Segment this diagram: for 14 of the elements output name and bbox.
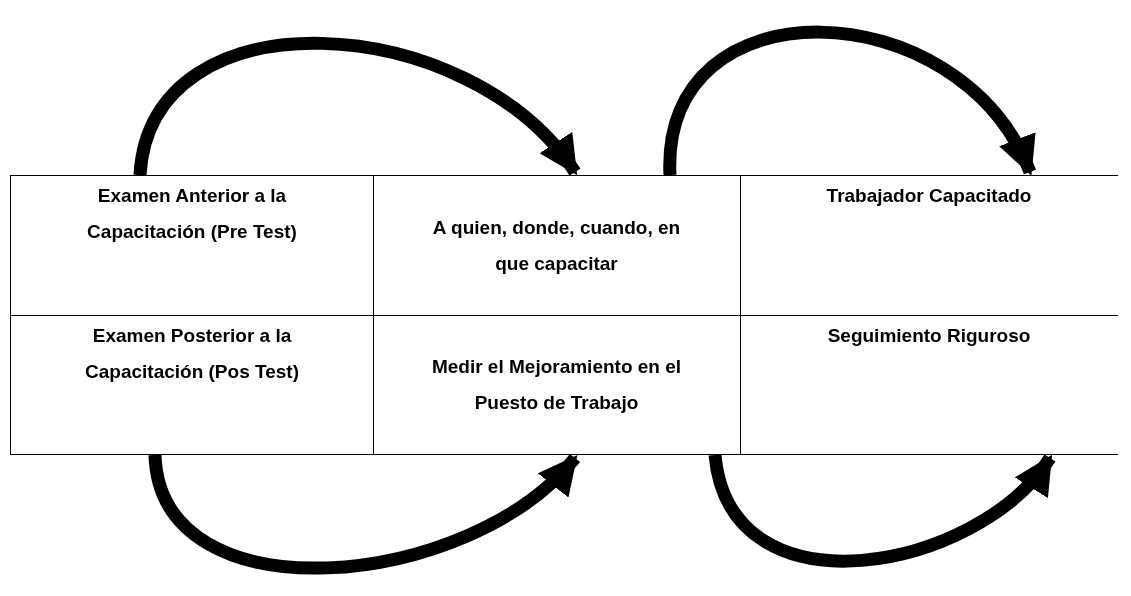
table-cell [10, 175, 374, 316]
cell-text: A quien, donde, cuando, en que capacitar [431, 215, 682, 276]
cell-text: Examen Anterior a la Capacitación (Pre Test) [86, 184, 298, 244]
cell-text: Seguimiento Riguroso [827, 324, 1031, 348]
table-cell [10, 315, 374, 455]
cell-text: Medir el Mejoramiento en el Puesto de Trabajo [430, 355, 683, 415]
cell-text: Examen Posterior a la Capacitación (Pos Test) [84, 324, 300, 384]
curved-arrow [663, 25, 1036, 176]
cell-text: Trabajador Capacitado [826, 184, 1032, 208]
curved-arrow [148, 453, 580, 575]
table-cell [373, 175, 741, 316]
curved-arrow [708, 453, 1056, 567]
table-cell [373, 315, 741, 455]
curved-arrow [133, 37, 581, 177]
